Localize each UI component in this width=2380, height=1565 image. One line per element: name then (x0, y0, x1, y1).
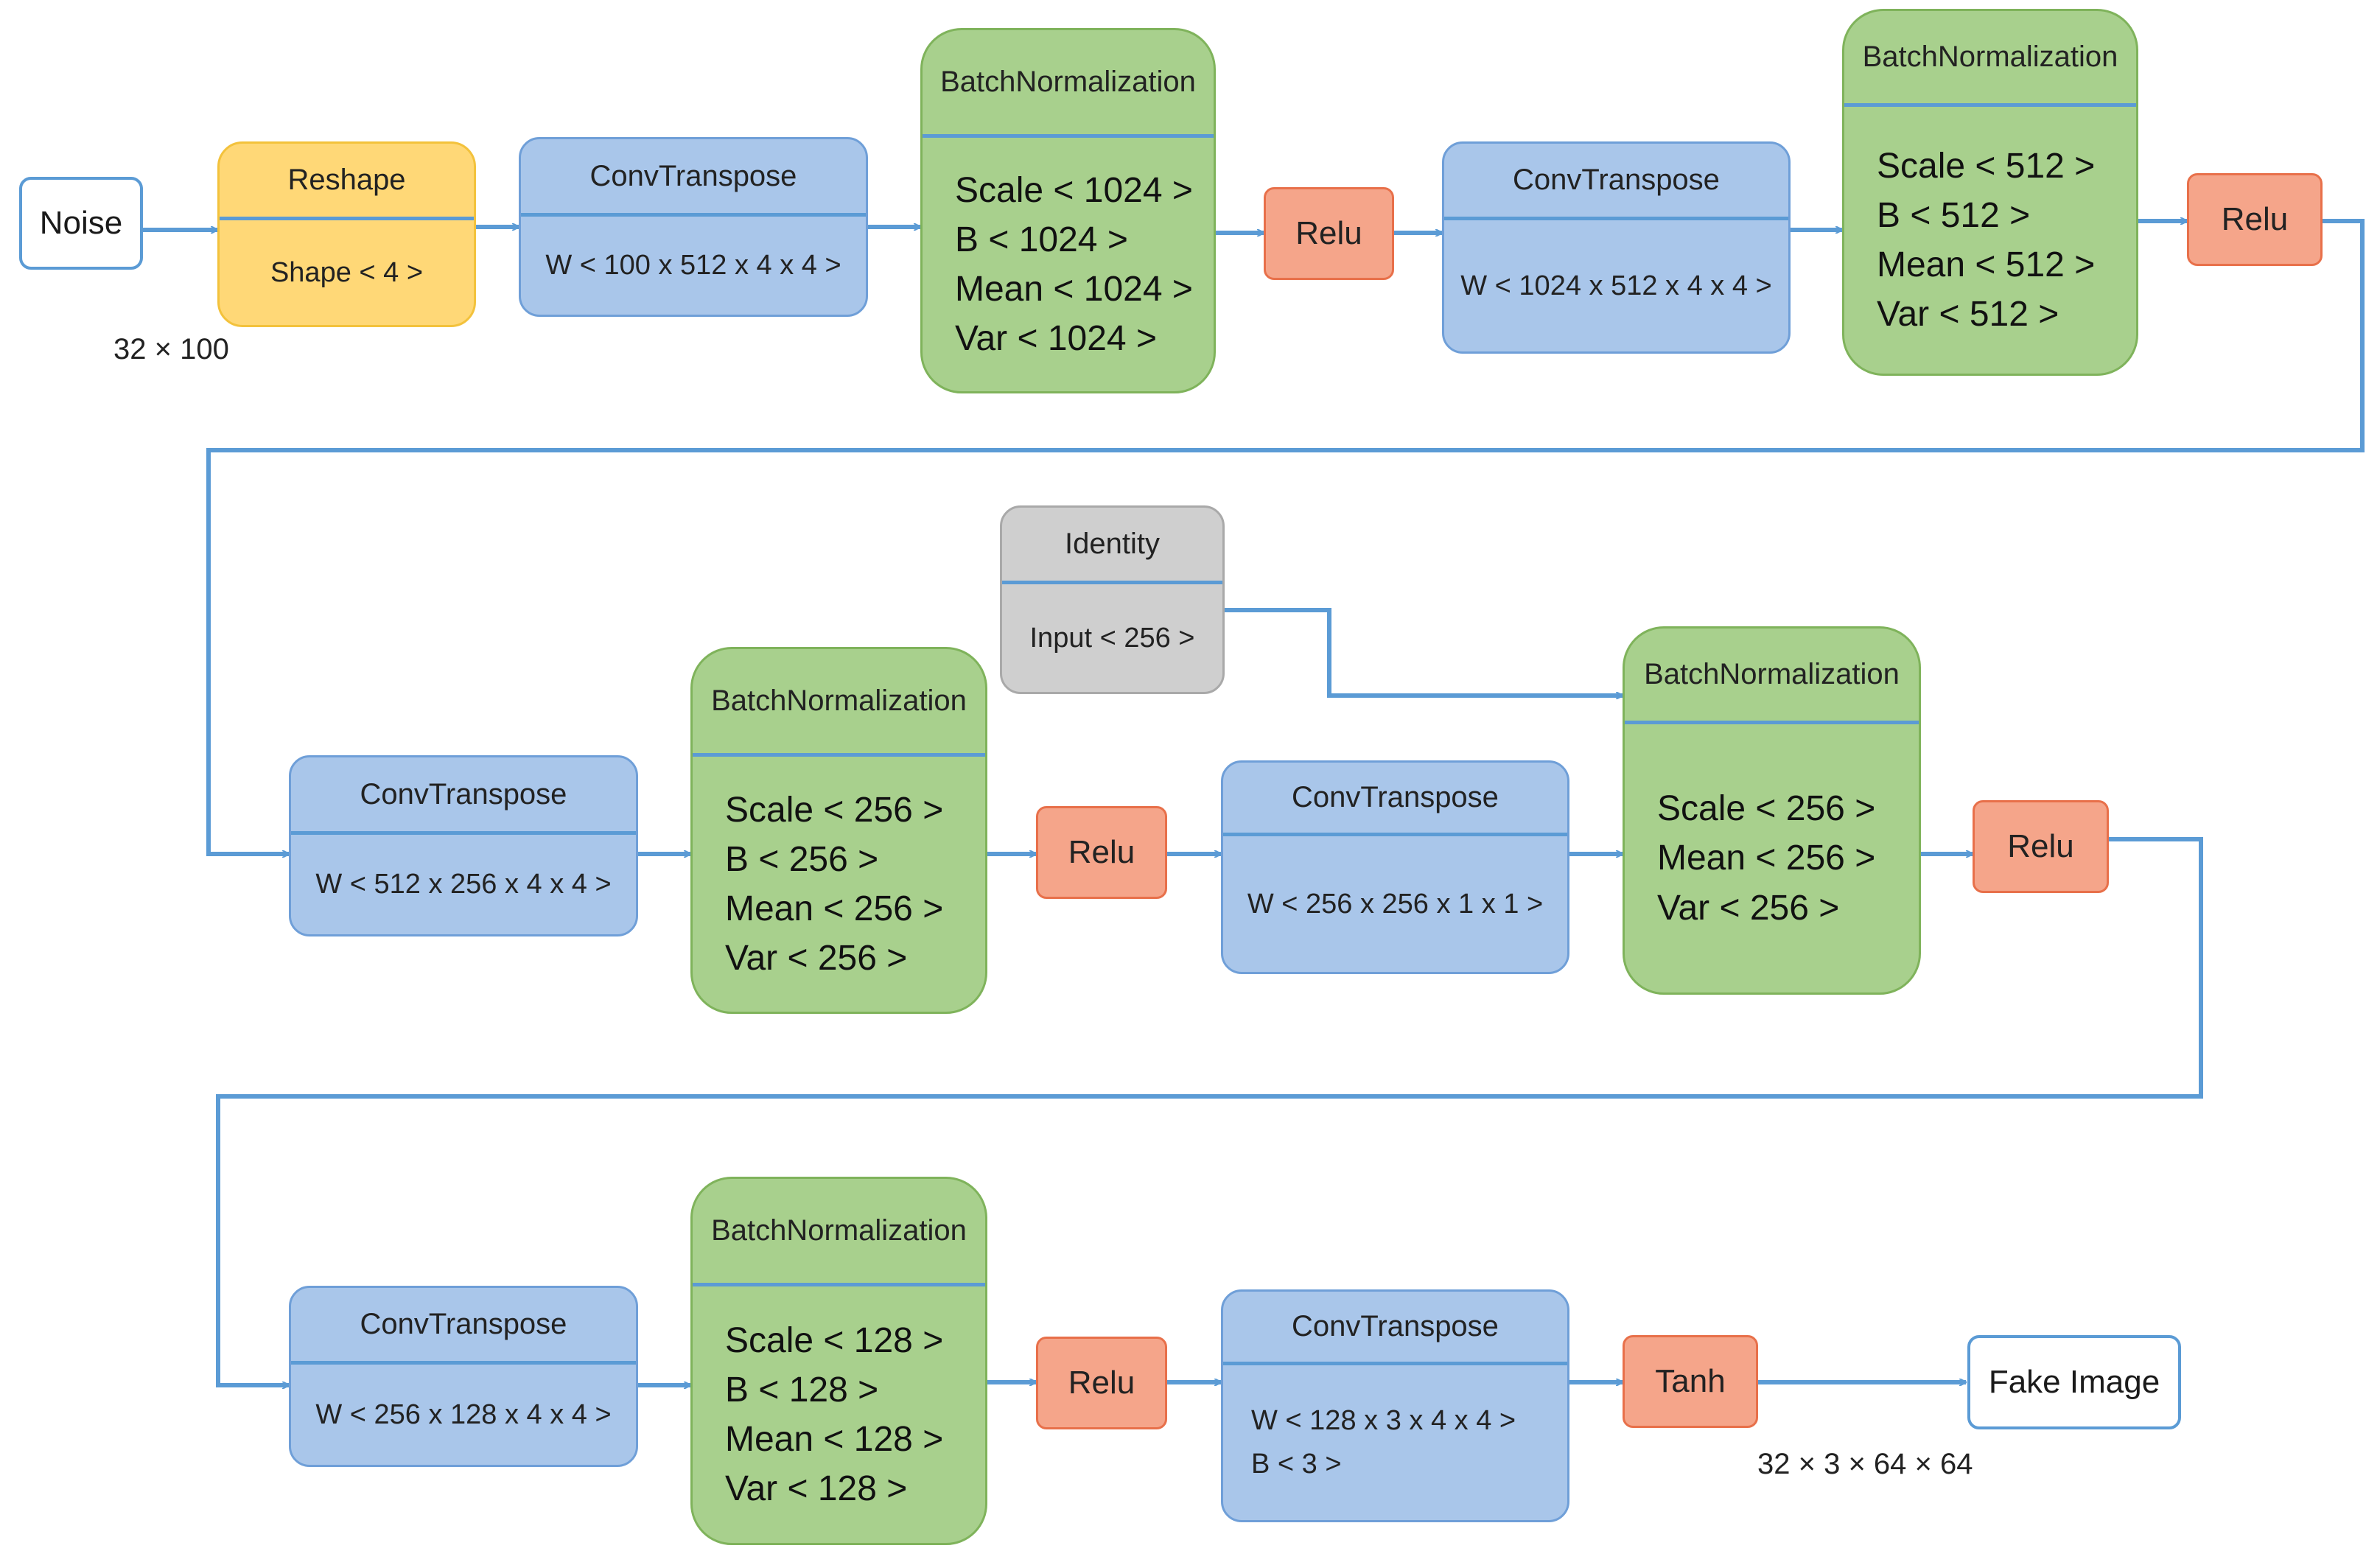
batchnorm-node-3: BatchNormalization Scale < 256 > B < 256… (690, 647, 987, 1014)
identity-node: Identity Input < 256 > (1000, 505, 1225, 694)
batchnorm-node-1: BatchNormalization Scale < 1024 > B < 10… (920, 28, 1216, 393)
noise-input-node: Noise (19, 177, 143, 270)
bn4-scale: Scale < 256 > (1657, 789, 1876, 829)
tanh-node: Tanh (1623, 1335, 1758, 1428)
conv-transpose-node-3: ConvTranspose W < 512 x 256 x 4 x 4 > (289, 755, 638, 936)
conv3-weight: W < 512 x 256 x 4 x 4 > (315, 869, 612, 900)
conv5-title: ConvTranspose (291, 1288, 636, 1365)
conv1-title: ConvTranspose (521, 139, 866, 217)
bn5-bias: B < 128 > (725, 1370, 879, 1410)
bn3-mean: Mean < 256 > (725, 889, 944, 928)
conv4-title: ConvTranspose (1223, 763, 1567, 836)
bn1-title: BatchNormalization (923, 30, 1214, 138)
bn4-title: BatchNormalization (1625, 629, 1919, 724)
bn5-var: Var < 128 > (725, 1469, 908, 1509)
edge-relu2-conv3 (206, 219, 2365, 854)
relu3-label: Relu (1068, 834, 1135, 870)
input-shape-label: 32 × 100 (113, 333, 229, 365)
bn1-var: Var < 1024 > (955, 319, 1157, 359)
relu5-label: Relu (1068, 1365, 1135, 1401)
identity-input: Input < 256 > (1029, 622, 1195, 654)
bn2-bias: B < 512 > (1877, 195, 2031, 235)
conv6-title: ConvTranspose (1223, 1292, 1567, 1365)
relu-node-5: Relu (1036, 1337, 1167, 1429)
bn2-title: BatchNormalization (1844, 11, 2136, 107)
fake-image-label: Fake Image (1988, 1364, 2160, 1400)
bn1-mean: Mean < 1024 > (955, 270, 1193, 309)
reshape-title: Reshape (220, 144, 474, 220)
conv2-weight: W < 1024 x 512 x 4 x 4 > (1460, 270, 1772, 301)
bn1-scale: Scale < 1024 > (955, 170, 1193, 210)
bn5-scale: Scale < 128 > (725, 1320, 944, 1360)
conv-transpose-node-4: ConvTranspose W < 256 x 256 x 1 x 1 > (1221, 760, 1569, 974)
relu-node-2: Relu (2187, 173, 2323, 266)
bn4-var: Var < 256 > (1657, 888, 1840, 928)
conv-transpose-node-1: ConvTranspose W < 100 x 512 x 4 x 4 > (519, 137, 868, 317)
batchnorm-node-4: BatchNormalization Scale < 256 > Mean < … (1623, 626, 1921, 995)
conv4-weight: W < 256 x 256 x 1 x 1 > (1247, 888, 1544, 920)
conv3-title: ConvTranspose (291, 757, 636, 835)
edge-relu4-conv5 (216, 837, 2203, 1385)
bn4-mean: Mean < 256 > (1657, 838, 1876, 878)
conv1-weight: W < 100 x 512 x 4 x 4 > (545, 250, 841, 281)
fake-image-output-node: Fake Image (1967, 1335, 2181, 1429)
conv-transpose-node-6: ConvTranspose W < 128 x 3 x 4 x 4 > B < … (1221, 1289, 1569, 1522)
identity-title: Identity (1002, 508, 1222, 584)
bn5-mean: Mean < 128 > (725, 1420, 944, 1459)
bn3-title: BatchNormalization (693, 649, 985, 757)
bn2-scale: Scale < 512 > (1877, 146, 2096, 186)
bn3-var: Var < 256 > (725, 939, 908, 978)
bn2-var: Var < 512 > (1877, 295, 2059, 335)
conv5-weight: W < 256 x 128 x 4 x 4 > (315, 1398, 612, 1430)
relu2-label: Relu (2221, 201, 2289, 237)
bn2-mean: Mean < 512 > (1877, 245, 2096, 284)
conv-transpose-node-5: ConvTranspose W < 256 x 128 x 4 x 4 > (289, 1286, 638, 1467)
relu1-label: Relu (1295, 215, 1362, 251)
bn3-scale: Scale < 256 > (725, 790, 944, 830)
output-shape-label: 32 × 3 × 64 × 64 (1757, 1448, 1973, 1480)
relu-node-3: Relu (1036, 806, 1167, 899)
conv6-weight: W < 128 x 3 x 4 x 4 > (1251, 1405, 1516, 1436)
batchnorm-node-2: BatchNormalization Scale < 512 > B < 512… (1842, 9, 2138, 376)
tanh-label: Tanh (1655, 1363, 1726, 1399)
conv6-bias: B < 3 > (1251, 1449, 1342, 1480)
relu-node-4: Relu (1973, 800, 2109, 893)
bn5-title: BatchNormalization (693, 1179, 985, 1286)
relu4-label: Relu (2007, 828, 2074, 864)
relu-node-1: Relu (1264, 187, 1394, 280)
reshape-param: Shape < 4 > (270, 256, 424, 288)
noise-label: Noise (39, 205, 123, 241)
bn1-bias: B < 1024 > (955, 220, 1128, 259)
conv2-title: ConvTranspose (1444, 144, 1788, 220)
batchnorm-node-5: BatchNormalization Scale < 128 > B < 128… (690, 1177, 987, 1545)
edge-identity-bn4 (1225, 608, 1623, 696)
reshape-node: Reshape Shape < 4 > (217, 141, 476, 327)
bn3-bias: B < 256 > (725, 839, 879, 879)
conv-transpose-node-2: ConvTranspose W < 1024 x 512 x 4 x 4 > (1442, 141, 1791, 354)
